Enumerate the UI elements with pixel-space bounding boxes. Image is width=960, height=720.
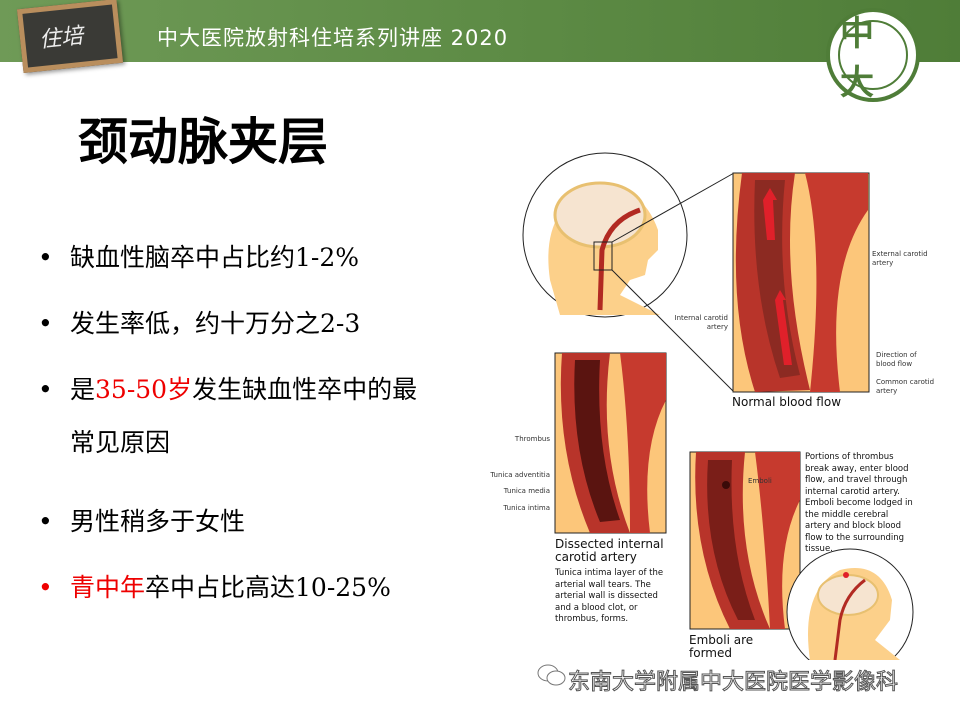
header-title: 中大医院放射科住培系列讲座 2020 bbox=[157, 26, 509, 50]
bullet-item: 缺血性脑卒中占比约1-2% bbox=[38, 238, 478, 278]
zoom-box bbox=[593, 241, 613, 271]
bullet-item: 男性稍多于女性 bbox=[38, 502, 478, 542]
label-internal: Internal carotid artery bbox=[674, 314, 728, 331]
board-text: 住培 bbox=[38, 23, 85, 54]
label-external: External carotid artery bbox=[872, 250, 928, 267]
bullet-continuation: 常见原因 bbox=[70, 428, 171, 457]
bullet-list: 缺血性脑卒中占比约1-2% 发生率低，约十万分之2-3 是35-50岁发生缺血性… bbox=[38, 238, 478, 634]
artery-diagram bbox=[522, 152, 914, 676]
hospital-logo: 中大 bbox=[826, 8, 920, 103]
bullet-text: 发生缺血性卒中的最 bbox=[192, 375, 418, 404]
bullet-highlight: 青中年 bbox=[70, 573, 146, 602]
caption-dissected: Dissected internal carotid artery bbox=[555, 537, 664, 564]
watermark-text: 东南大学附属中大医院医学影像科 bbox=[567, 670, 899, 696]
label-adventitia: Tunica adventitia bbox=[490, 471, 550, 479]
brain-shape bbox=[553, 181, 647, 249]
chalkboard-logo: 住培 bbox=[16, 0, 124, 74]
label-common: Common carotid artery bbox=[876, 378, 935, 395]
logo-text: 中大 bbox=[838, 14, 908, 103]
label-direction: Direction of blood flow bbox=[876, 351, 917, 368]
label-media: Tunica media bbox=[503, 487, 550, 495]
label-intima: Tunica intima bbox=[503, 504, 550, 512]
bullet-text: 发生率低，约十万分之2-3 bbox=[70, 309, 361, 338]
slide-title: 颈动脉夹层 bbox=[78, 113, 328, 171]
bullet-text: 男性稍多于女性 bbox=[70, 507, 246, 536]
bullet-text: 缺血性脑卒中占比约1-2% bbox=[70, 243, 360, 272]
bullet-item: 青中年卒中占比高达10-25% bbox=[38, 568, 478, 608]
bullet-item: 发生率低，约十万分之2-3 bbox=[38, 304, 478, 344]
bullet-item: 是35-50岁发生缺血性卒中的最 bbox=[38, 370, 478, 410]
stroke-site bbox=[843, 572, 849, 578]
bullet-text: 卒中占比高达10-25% bbox=[145, 573, 391, 602]
slide-header: 住培 中大医院放射科住培系列讲座 2020 bbox=[0, 0, 960, 74]
carotid-illustration: External carotid artery Internal carotid… bbox=[480, 150, 960, 676]
description-emboli: Portions of thrombus break away, enter b… bbox=[805, 452, 913, 554]
bullet-text: 是 bbox=[70, 375, 96, 404]
label-thrombus: Thrombus bbox=[514, 435, 550, 443]
embolus bbox=[722, 481, 730, 489]
label-emboli: Emboli bbox=[748, 477, 772, 485]
bullet-highlight: 35-50岁 bbox=[95, 375, 193, 404]
carotid-artery bbox=[597, 207, 641, 311]
caption-emboli: Emboli are formed bbox=[689, 633, 754, 660]
description-dissected: Tunica intima layer of the arterial wall… bbox=[555, 568, 664, 624]
wechat-icon bbox=[537, 664, 566, 686]
caption-normal: Normal blood flow bbox=[732, 395, 842, 409]
